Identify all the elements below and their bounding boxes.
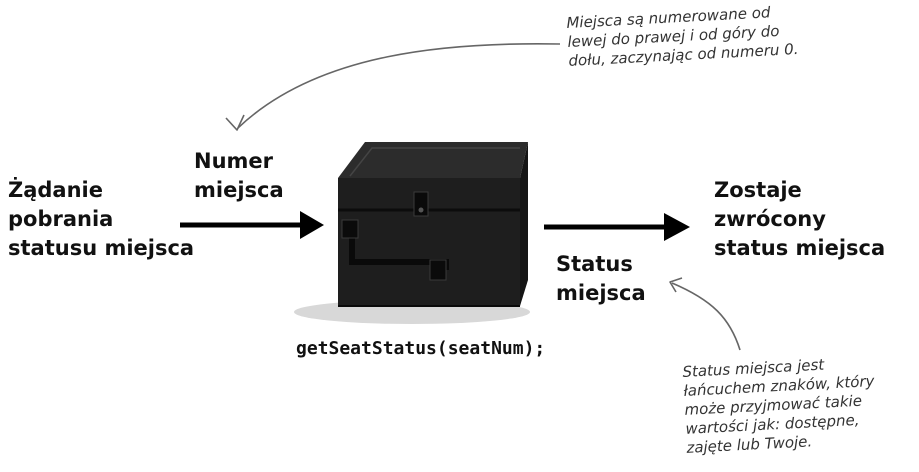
- output-value-label: Status miejsca: [556, 250, 646, 308]
- input-param-line: miejsca: [194, 178, 284, 202]
- output-value-line: Status: [556, 252, 633, 276]
- input-param-line: Numer: [194, 149, 274, 173]
- input-request-label: Żądanie pobrania statusu miejsca: [8, 176, 194, 263]
- output-result-line: Zostaje: [714, 178, 802, 202]
- output-result-label: Zostaje zwrócony status miejsca: [714, 176, 885, 263]
- input-param-label: Numer miejsca: [194, 147, 284, 205]
- method-call-code: getSeatStatus(seatNum);: [296, 338, 546, 359]
- input-request-line: Żądanie: [8, 178, 103, 202]
- black-box-icon: [294, 142, 530, 324]
- output-result-line: zwrócony: [714, 207, 826, 231]
- bottom-pointer-arrow: [669, 277, 741, 351]
- input-arrow: [180, 211, 324, 239]
- output-result-line: status miejsca: [714, 236, 886, 260]
- input-request-line: statusu miejsca: [8, 236, 195, 260]
- top-pointer-arrow: [225, 42, 561, 131]
- output-arrow: [544, 213, 690, 241]
- output-value-line: miejsca: [556, 281, 646, 305]
- input-request-line: pobrania: [8, 207, 114, 231]
